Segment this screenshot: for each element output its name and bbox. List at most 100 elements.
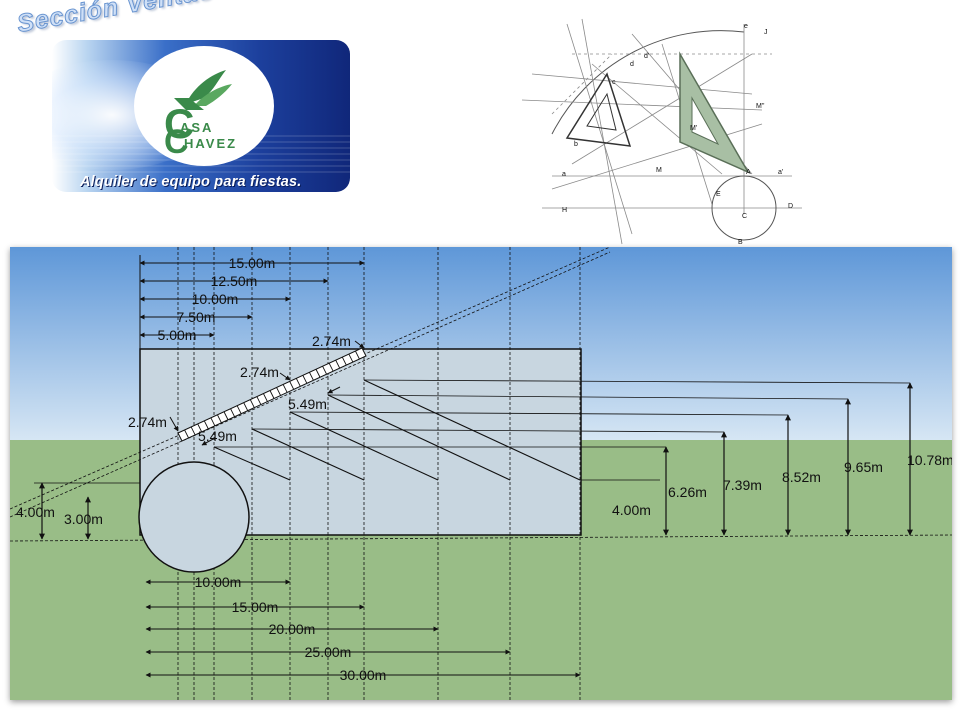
hatch-line bbox=[236, 405, 242, 414]
hatch-line bbox=[276, 387, 281, 396]
slope-label: 2.74m bbox=[240, 364, 279, 380]
sketch-label: M' bbox=[690, 125, 697, 132]
slope-label: 5.49m bbox=[288, 396, 327, 412]
slope-arrow bbox=[354, 340, 365, 349]
bottom-dim-label: 25.00m bbox=[305, 644, 352, 660]
slope-arrow bbox=[327, 386, 341, 394]
slope-arrow bbox=[279, 372, 291, 381]
hatch-line bbox=[249, 399, 255, 408]
hatch-line bbox=[197, 423, 203, 433]
hatch-line bbox=[302, 375, 308, 384]
hatch-line bbox=[223, 411, 229, 420]
slope-arrow bbox=[169, 416, 179, 432]
bottom-dimensions: 10.00m 15.00m 20.00m 25.00m 30.00m bbox=[145, 574, 581, 683]
sketch-label: d bbox=[630, 61, 634, 68]
sketch-label: c bbox=[612, 79, 616, 86]
sketch-label: C bbox=[742, 213, 747, 220]
hatch-line bbox=[328, 362, 334, 372]
hatch-line bbox=[217, 414, 222, 423]
hatch-line bbox=[295, 378, 301, 387]
hatch-line bbox=[335, 359, 341, 369]
sketch-label: M'' bbox=[756, 103, 765, 110]
left-dim-label: 3.00m bbox=[64, 511, 103, 527]
sketch-label: A bbox=[746, 169, 751, 176]
right-dim-label: 7.39m bbox=[723, 477, 762, 493]
set-square-small bbox=[565, 72, 632, 147]
sketch-label: J bbox=[764, 29, 768, 36]
hatch-line bbox=[269, 390, 275, 399]
slope-guide-1 bbox=[10, 251, 611, 518]
bottom-dim-label: 15.00m bbox=[232, 599, 279, 615]
top-dim-label: 7.50m bbox=[177, 309, 216, 325]
hatch-line bbox=[184, 429, 189, 439]
hatch-line bbox=[263, 393, 268, 402]
logo-word-asa: ASA bbox=[180, 120, 213, 135]
sketch-label: e bbox=[744, 23, 748, 30]
top-dim-label: 15.00m bbox=[229, 255, 276, 271]
sketch-label: d' bbox=[644, 53, 649, 60]
logo-letter-c: C bbox=[164, 100, 194, 147]
hatch-line bbox=[190, 426, 196, 436]
slope-labels: 2.74m 2.74m 2.74m 5.49m 5.49m bbox=[128, 333, 365, 446]
base-circle bbox=[138, 461, 250, 573]
tagline: Alquiler de equipo para fiestas. bbox=[80, 174, 302, 190]
right-dim-label: 9.65m bbox=[844, 459, 883, 475]
top-dim-label: 5.00m bbox=[158, 327, 197, 343]
right-horizontal-lines bbox=[214, 379, 911, 448]
logo-leaf-icon bbox=[186, 70, 226, 104]
sketch-label: a bbox=[562, 171, 566, 178]
hatch-line bbox=[341, 356, 347, 366]
hatch-line bbox=[203, 420, 209, 430]
sketch-label: B bbox=[738, 239, 743, 246]
left-dim-label: 4.00m bbox=[16, 504, 55, 520]
hatch-line bbox=[243, 402, 249, 411]
logo-banner: C ASA C HAVEZ Alquiler de equipo para fi… bbox=[52, 40, 350, 192]
hatch-line bbox=[315, 369, 321, 378]
right-dim-label: 10.78m bbox=[907, 452, 952, 468]
right-dim-label: 8.52m bbox=[782, 469, 821, 485]
bottom-dim-label: 20.00m bbox=[269, 621, 316, 637]
hatch-line bbox=[282, 384, 288, 393]
logo-letter-c2: C bbox=[164, 123, 189, 161]
slope-label: 5.49m bbox=[198, 428, 237, 444]
sketch-label: b bbox=[574, 141, 578, 148]
set-square-hole bbox=[691, 96, 720, 146]
hatch-line bbox=[322, 366, 327, 375]
sketch-label: M bbox=[656, 167, 662, 174]
hatch-line bbox=[210, 417, 216, 427]
hatch-line bbox=[230, 408, 235, 417]
hatch-line bbox=[355, 350, 360, 360]
hatch-line bbox=[289, 381, 295, 390]
sketch-lines bbox=[521, 18, 802, 245]
section-title: Sección Ventas bbox=[14, 0, 215, 39]
logo-leaf-icon-2 bbox=[194, 84, 232, 106]
top-dim-label: 10.00m bbox=[192, 291, 239, 307]
top-dim-label: 12.50m bbox=[211, 273, 258, 289]
hatch-line bbox=[348, 353, 354, 363]
strip-hatches bbox=[184, 350, 360, 439]
sketch-label: H bbox=[562, 207, 567, 214]
sketch-label: E bbox=[716, 191, 721, 198]
slope-label: 2.74m bbox=[128, 414, 167, 430]
casa-chavez-logo: C ASA C HAVEZ bbox=[164, 70, 237, 161]
right-dim-label: 4.00m bbox=[612, 502, 651, 518]
set-square-large bbox=[679, 51, 750, 174]
left-dimensions: 4.00m 3.00m bbox=[16, 482, 140, 540]
logo-word-havez: HAVEZ bbox=[184, 136, 237, 151]
bottom-dim-label: 30.00m bbox=[340, 667, 387, 683]
logo-chair-icon bbox=[174, 98, 204, 110]
hatch-line bbox=[256, 396, 262, 405]
slope-label: 2.74m bbox=[312, 333, 351, 349]
slope-arrow bbox=[201, 437, 216, 446]
hatch-line bbox=[309, 372, 314, 381]
sketch-label: a' bbox=[778, 169, 783, 176]
sketch-label: D bbox=[788, 203, 793, 210]
top-dimensions: 15.00m 12.50m 10.00m 7.50m 5.00m bbox=[139, 255, 365, 349]
bottom-dim-label: 10.00m bbox=[195, 574, 242, 590]
set-square-small-hole bbox=[586, 92, 617, 131]
right-dim-label: 6.26m bbox=[668, 484, 707, 500]
logo-circle: C ASA C HAVEZ bbox=[134, 46, 274, 166]
